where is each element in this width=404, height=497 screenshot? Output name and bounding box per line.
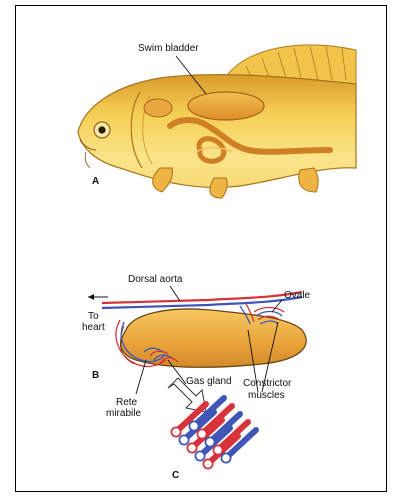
fish-illustration — [78, 45, 356, 198]
panel-label-b: B — [92, 370, 99, 381]
label-to-heart-line2: heart — [82, 322, 105, 333]
panel-label-c: C — [172, 470, 179, 481]
label-constrictor-line1: Constrictor — [243, 378, 291, 389]
label-ovale: Ovale — [284, 290, 310, 301]
label-swim-bladder: Swim bladder — [138, 43, 199, 54]
label-constrictor-line2: muscles — [248, 390, 285, 401]
swim-bladder-a — [188, 92, 264, 120]
swim-bladder-b — [121, 309, 306, 367]
label-dorsal-aorta: Dorsal aorta — [128, 274, 182, 285]
label-rete-line2: mirabile — [106, 408, 141, 419]
label-gas-gland: Gas gland — [186, 376, 232, 387]
rete-mirabile-bundle — [171, 398, 256, 469]
panel-label-a: A — [92, 176, 99, 187]
label-rete-line1: Rete — [116, 397, 137, 408]
label-to-heart-line1: To — [88, 311, 99, 322]
